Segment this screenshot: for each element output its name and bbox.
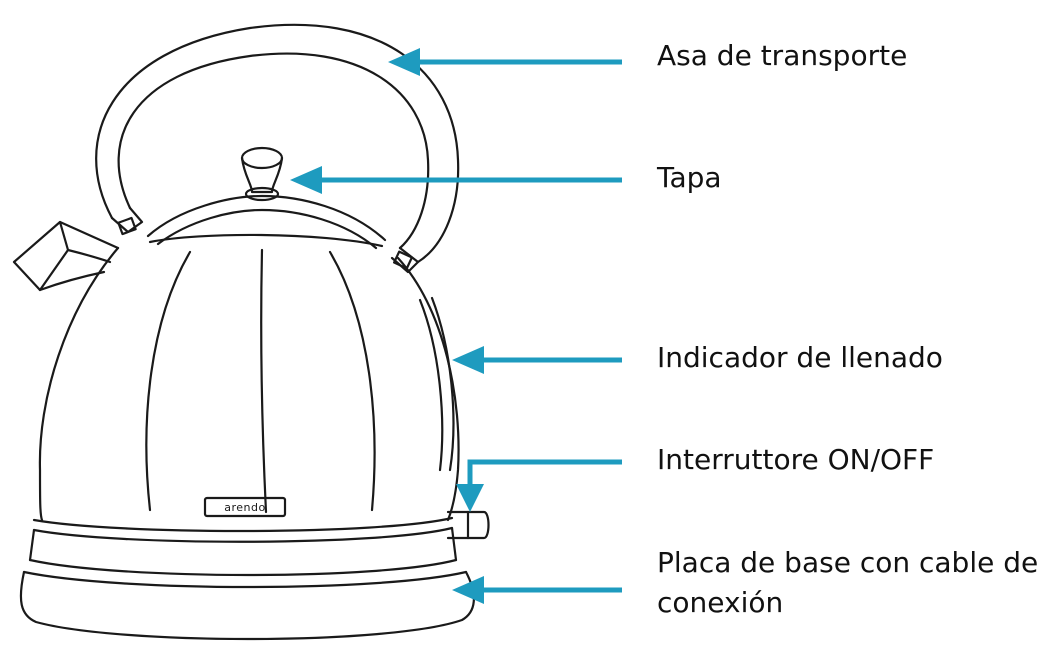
kettle-lid	[146, 194, 387, 250]
arrow-base	[452, 576, 622, 604]
kettle-illustration	[12, 23, 490, 641]
label-base-line1: Placa de base con cable de	[657, 546, 1039, 579]
brand-label: arendo	[224, 501, 265, 514]
label-switch: Interruttore ON/OFF	[657, 443, 935, 476]
kettle-spout	[12, 220, 120, 292]
arrow-fill-indicator	[452, 346, 622, 374]
base-plate	[19, 558, 475, 641]
label-fill-indicator: Indicador de llenado	[657, 341, 943, 374]
label-lid: Tapa	[657, 161, 722, 194]
brand-plate	[203, 496, 287, 518]
label-base-line2: conexión	[657, 586, 784, 619]
label-base: Placa de base con cable de conexión	[657, 543, 1038, 623]
lower-band	[28, 516, 458, 562]
lid-knob	[240, 146, 284, 202]
arrow-lid	[290, 166, 622, 194]
callout-arrows	[290, 48, 622, 604]
kettle-handle	[95, 23, 460, 274]
kettle-body	[38, 246, 460, 522]
label-handle: Asa de transporte	[657, 39, 908, 72]
arrow-switch	[456, 459, 622, 512]
arrow-handle	[388, 48, 622, 76]
power-switch	[446, 510, 490, 540]
